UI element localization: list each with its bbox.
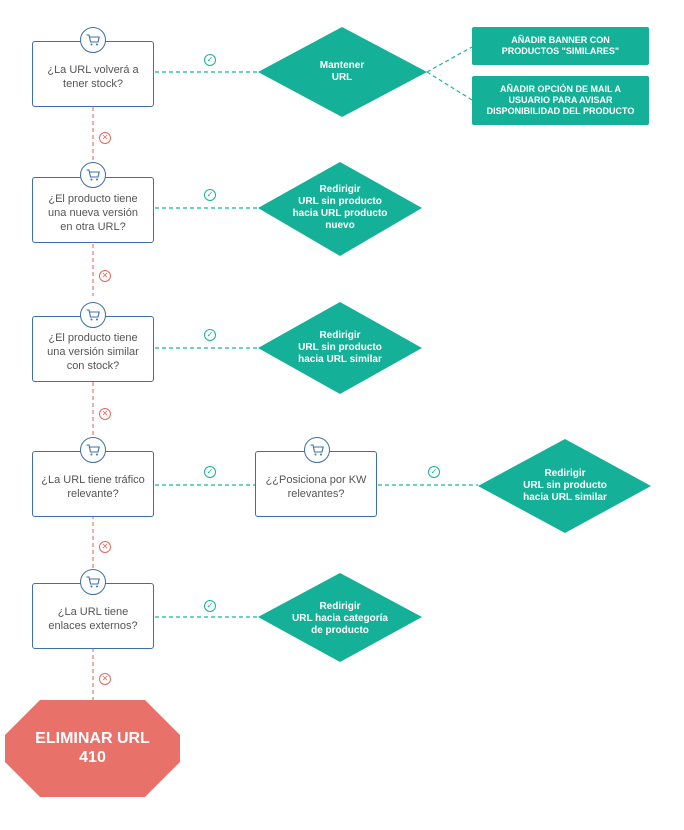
action-label-redirect-new: Redirigir URL sin producto hacia URL pro… bbox=[292, 184, 388, 231]
question-text-similar: ¿El producto tiene una versión similar c… bbox=[47, 332, 139, 372]
side-action-mail: AÑADIR OPCIÓN DE MAIL A USUARIO PARA AVI… bbox=[472, 76, 649, 125]
action-diamond-2 bbox=[258, 162, 422, 256]
shopping-cart-icon bbox=[80, 437, 106, 463]
question-text-kw: ¿¿Posiciona por KW relevantes? bbox=[265, 474, 367, 500]
side-action-banner: AÑADIR BANNER CON PRODUCTOS "SIMILARES" bbox=[472, 27, 649, 65]
question-box-stock: ¿La URL volverá a tener stock? bbox=[32, 41, 154, 107]
action-label-redirect-similar-kw: Redirigir URL sin producto hacia URL sim… bbox=[523, 468, 607, 503]
x-circle-icon: ✕ bbox=[99, 132, 111, 144]
shopping-cart-icon bbox=[304, 437, 330, 463]
x-circle-icon: ✕ bbox=[99, 673, 111, 685]
question-text-traffic: ¿La URL tiene tráfico relevante? bbox=[41, 474, 145, 500]
shopping-cart-icon bbox=[80, 27, 106, 53]
check-circle-icon: ✓ bbox=[204, 189, 216, 201]
action-diamond-3 bbox=[258, 302, 422, 394]
side-connector-1 bbox=[426, 46, 473, 73]
check-circle-icon: ✓ bbox=[204, 329, 216, 341]
final-shape bbox=[5, 700, 180, 797]
shopping-cart-icon bbox=[80, 302, 106, 328]
question-text-new-version: ¿El producto tiene una nueva versión en … bbox=[48, 193, 138, 233]
action-diamond-1 bbox=[258, 27, 427, 117]
action-diamond-5 bbox=[258, 573, 422, 662]
question-text-links: ¿La URL tiene enlaces externos? bbox=[48, 606, 138, 632]
check-circle-icon: ✓ bbox=[428, 466, 440, 478]
question-text-stock: ¿La URL volverá a tener stock? bbox=[47, 64, 139, 90]
check-circle-icon: ✓ bbox=[204, 466, 216, 478]
side-connector-2 bbox=[426, 71, 473, 101]
action-diamond-4 bbox=[478, 439, 651, 533]
action-label-redirect-similar: Redirigir URL sin producto hacia URL sim… bbox=[298, 330, 382, 365]
action-label-redirect-category: Redirigir URL hacia categoría de product… bbox=[292, 601, 388, 636]
final-label-delete-url: ELIMINAR URL 410 bbox=[35, 730, 150, 766]
x-circle-icon: ✕ bbox=[99, 541, 111, 553]
shopping-cart-icon bbox=[80, 162, 106, 188]
question-box-new-version: ¿El producto tiene una nueva versión en … bbox=[32, 177, 154, 243]
check-circle-icon: ✓ bbox=[204, 600, 216, 612]
x-circle-icon: ✕ bbox=[99, 408, 111, 420]
x-circle-icon: ✕ bbox=[99, 270, 111, 282]
check-circle-icon: ✓ bbox=[204, 54, 216, 66]
shopping-cart-icon bbox=[80, 569, 106, 595]
action-label-keep-url: Mantener URL bbox=[319, 60, 365, 83]
